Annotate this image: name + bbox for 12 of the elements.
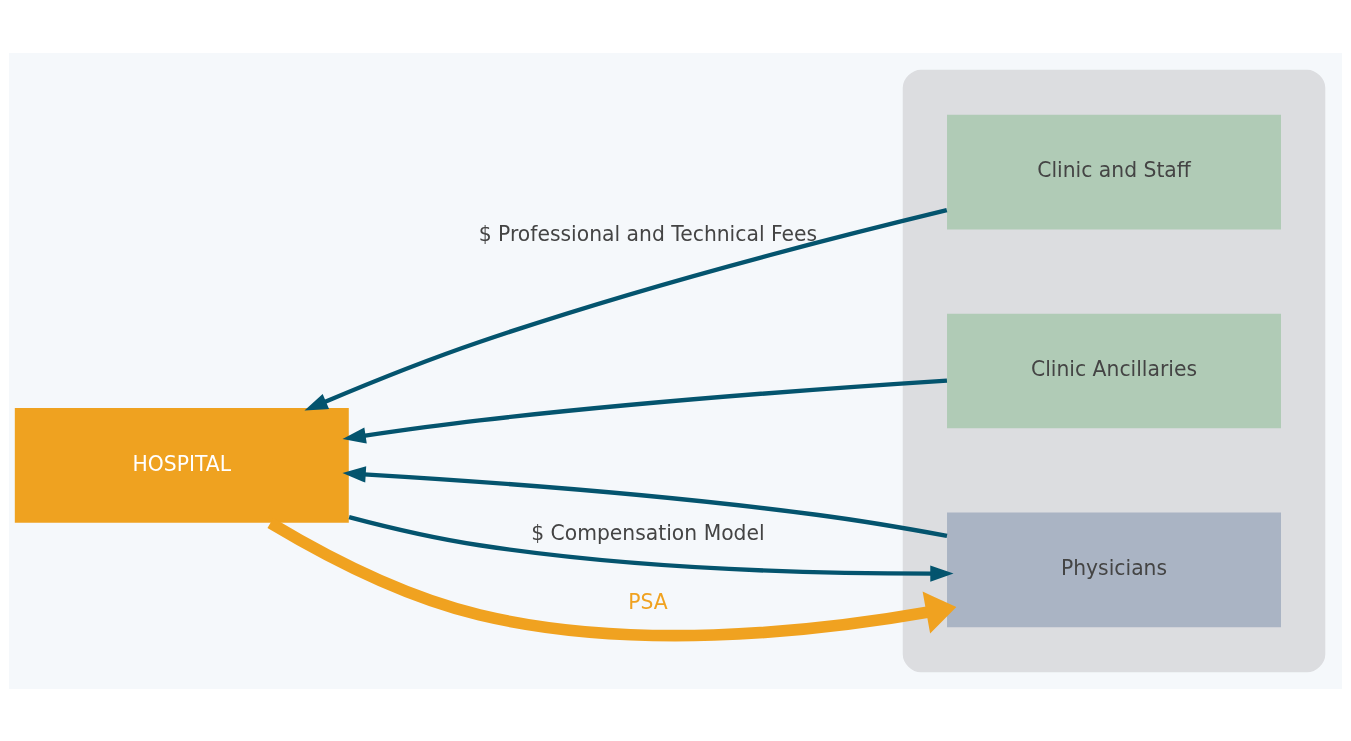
node-box: Clinic Ancillaries xyxy=(947,313,1281,428)
edge-label: $ Professional and Technical Fees xyxy=(478,221,818,246)
arrow xyxy=(304,207,948,411)
node-box: Clinic and Staff xyxy=(947,114,1281,229)
node-box: HOSPITAL xyxy=(14,407,349,523)
cluster xyxy=(902,69,1326,672)
edge-label: PSA xyxy=(628,589,668,614)
node-box: Physicians xyxy=(947,512,1281,627)
arrow xyxy=(342,377,948,444)
edge-label: $ Compensation Model xyxy=(531,520,765,545)
arrow xyxy=(348,514,954,582)
arrow xyxy=(342,465,948,538)
